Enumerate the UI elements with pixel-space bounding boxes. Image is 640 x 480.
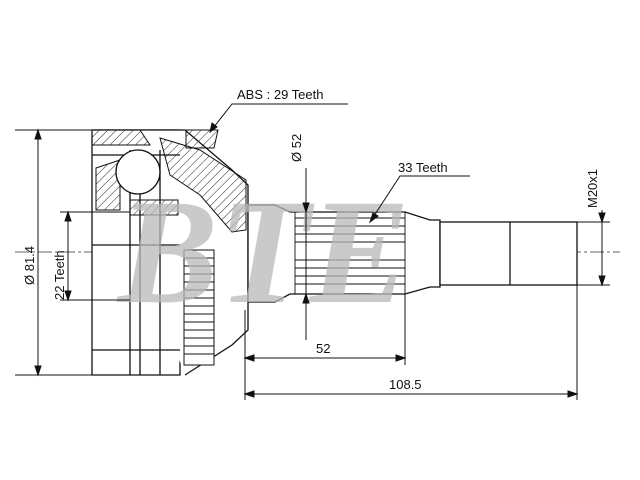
outer-diameter-label: Ø 52 [289, 134, 304, 162]
watermark-logo: BTE [116, 169, 410, 335]
ball [115, 149, 161, 195]
total-length-label: 108.5 [389, 377, 422, 392]
spline-lines [294, 212, 406, 294]
abs-teeth-label: ABS : 29 Teeth [237, 87, 324, 102]
hatched-sections [91, 129, 247, 233]
abs-ring [183, 249, 215, 366]
thread-label: M20x1 [585, 169, 600, 208]
dimension-lines [15, 103, 610, 400]
spline-teeth-label: 33 Teeth [398, 160, 448, 175]
inner-teeth-label: 22 Teeth [52, 250, 67, 300]
shaft-length-label: 52 [316, 341, 330, 356]
body-diameter-label: Ø 81.4 [22, 246, 37, 285]
stem [247, 204, 578, 303]
